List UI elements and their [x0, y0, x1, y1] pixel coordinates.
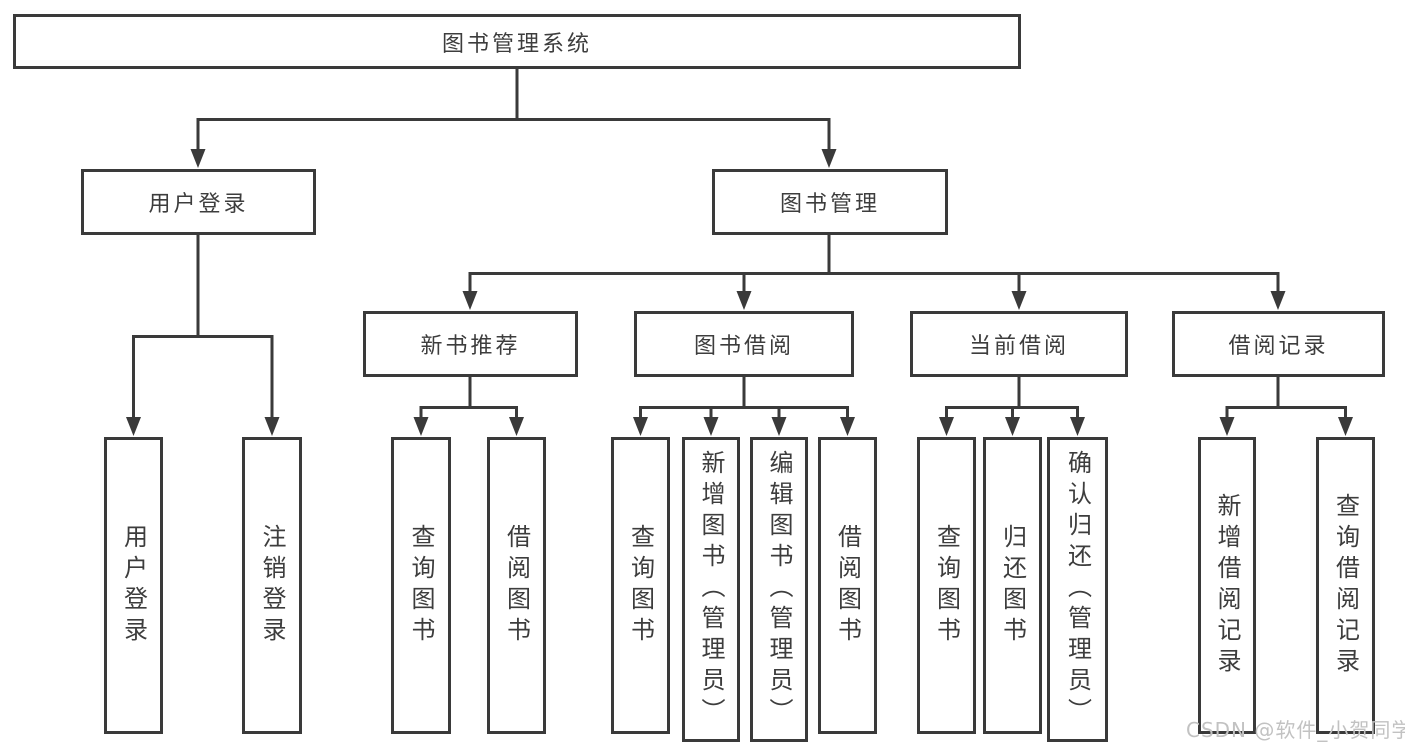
leaf-current-return-book: 归还图书	[983, 437, 1042, 734]
leaf-current-confirm-return-admin-label: 确认归还（管理员）	[1063, 450, 1092, 729]
leaf-records-add-borrow-record-label: 新增借阅记录	[1213, 492, 1241, 679]
node-new-book-recommend: 新书推荐	[363, 311, 578, 377]
leaf-borrowing-edit-book-admin: 编辑图书（管理员）	[750, 437, 808, 742]
leaf-borrowing-borrow-book: 借阅图书	[818, 437, 877, 734]
leaf-borrowing-borrow-book-label: 借阅图书	[833, 523, 862, 648]
node-user-login-label: 用户登录	[148, 192, 249, 217]
leaf-borrowing-query-book: 查询图书	[611, 437, 670, 734]
leaf-recommend-borrow-book-label: 借阅图书	[502, 523, 531, 648]
leaf-borrowing-query-book-label: 查询图书	[626, 523, 655, 648]
leaf-records-query-borrow-record: 查询借阅记录	[1316, 437, 1375, 734]
leaf-recommend-query-book: 查询图书	[391, 437, 451, 734]
node-borrow-records: 借阅记录	[1172, 311, 1385, 377]
node-root-label: 图书管理系统	[441, 31, 592, 57]
leaf-current-query-book: 查询图书	[917, 437, 976, 734]
leaf-current-query-book-label: 查询图书	[932, 523, 961, 648]
leaf-borrowing-add-book-admin-label: 新增图书（管理员）	[697, 450, 725, 729]
leaf-borrowing-edit-book-admin-label: 编辑图书（管理员）	[765, 450, 793, 729]
node-book-borrowing: 图书借阅	[634, 311, 854, 377]
leaf-user-login: 用户登录	[104, 437, 163, 734]
leaf-recommend-borrow-book: 借阅图书	[487, 437, 546, 734]
leaf-logout: 注销登录	[242, 437, 302, 734]
node-book-management-label: 图书管理	[779, 192, 880, 217]
node-user-login: 用户登录	[81, 169, 316, 235]
leaf-recommend-query-book-label: 查询图书	[407, 523, 435, 648]
node-new-book-recommend-label: 新书推荐	[420, 334, 521, 359]
leaf-records-add-borrow-record: 新增借阅记录	[1198, 437, 1256, 734]
leaf-current-confirm-return-admin: 确认归还（管理员）	[1047, 437, 1108, 742]
csdn-watermark: CSDN @软件_小贺同学	[1186, 718, 1405, 742]
leaf-borrowing-add-book-admin: 新增图书（管理员）	[682, 437, 740, 742]
node-book-borrowing-label: 图书借阅	[693, 334, 794, 359]
node-borrow-records-label: 借阅记录	[1228, 334, 1329, 359]
leaf-records-query-borrow-record-label: 查询借阅记录	[1331, 492, 1360, 679]
node-root: 图书管理系统	[13, 14, 1021, 69]
node-current-borrowing: 当前借阅	[910, 311, 1128, 377]
node-current-borrowing-label: 当前借阅	[968, 334, 1069, 359]
leaf-logout-label: 注销登录	[258, 523, 286, 648]
leaf-current-return-book-label: 归还图书	[998, 523, 1027, 648]
node-book-management: 图书管理	[712, 169, 948, 235]
leaf-user-login-label: 用户登录	[119, 523, 148, 648]
